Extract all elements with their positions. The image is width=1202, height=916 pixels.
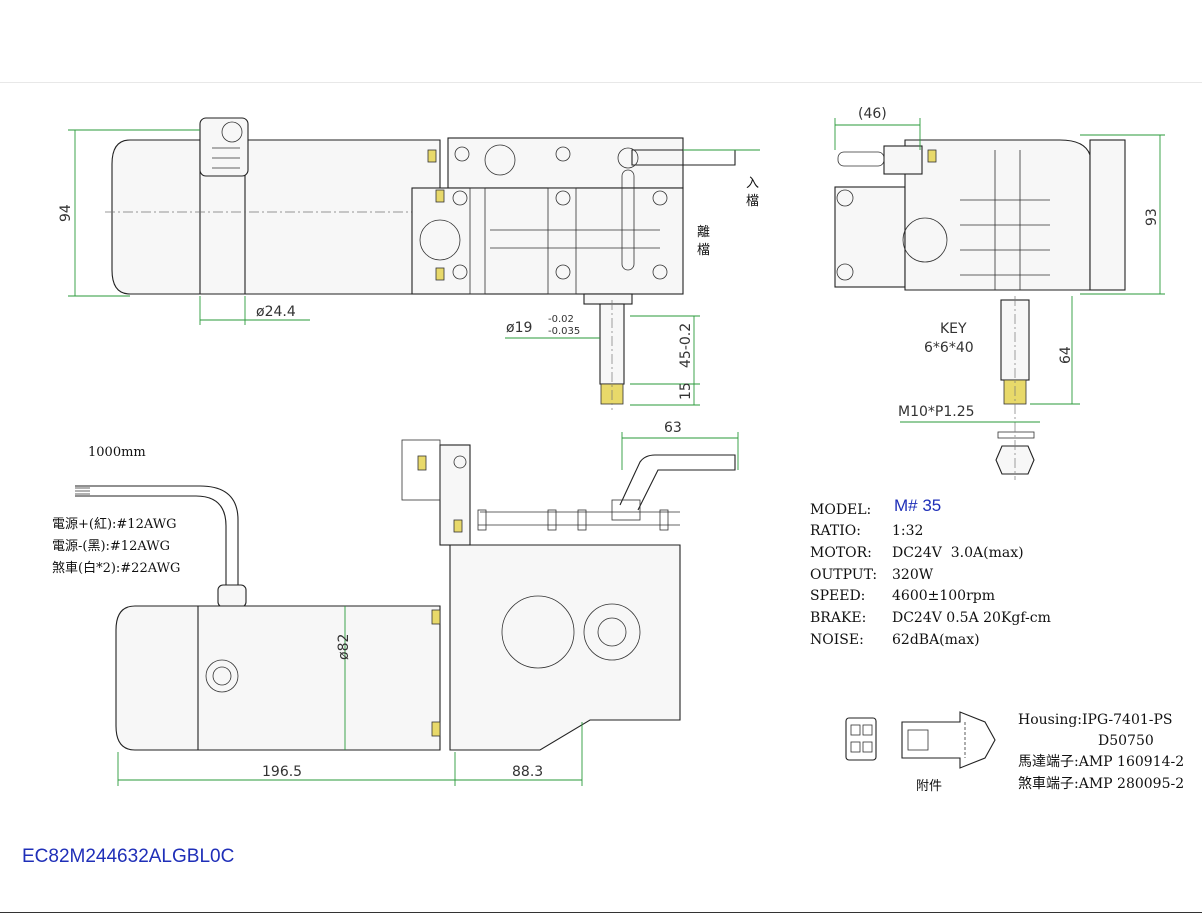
top-view [68,117,760,410]
dim-key-size: 6*6*40 [924,340,974,356]
connector-diagram [845,711,996,769]
spec-table: MODEL: M# 35 RATIO: 1:32 MOTOR: DC24V 3.… [810,496,1051,648]
spec-label-output: OUTPUT: [810,567,877,583]
spec-value-ratio: 1:32 [892,523,923,539]
dim-height-93: 93 [1144,208,1160,226]
label-wire-negative: 電源-(黑):#12AWG [52,539,170,554]
dim-motor-length: 196.5 [262,764,302,780]
spec-label-motor: MOTOR: [810,545,872,561]
part-number: EC82M244632ALGBL0C [22,846,235,867]
label-key: KEY [940,321,967,337]
label-wire-brake: 煞車(白*2):#22AWG [52,560,180,576]
spec-value-noise: 62dBA(max) [892,632,980,648]
connector-brake-terminal: 煞車端子:AMP 280095-2 [1018,775,1184,792]
front-view [75,432,739,786]
bottom-divider [0,912,1202,913]
connector-motor-terminal: 馬達端子:AMP 160914-2 [1018,754,1184,770]
dim-shaft-length: 45-0.2 [678,323,694,368]
label-wire-positive: 電源+(紅):#12AWG [52,517,176,532]
spec-label-speed: SPEED: [810,588,865,604]
dim-height-94: 94 [58,204,74,222]
spec-label-brake: BRAKE: [810,610,866,626]
dim-shaft-tol-lower: -0.035 [548,326,580,337]
dim-gear-length: 88.3 [512,764,543,780]
dim-shaft-64: 64 [1058,346,1074,364]
label-lever-in: 入檔 [746,176,759,209]
spec-value-speed: 4600±100rpm [892,588,995,604]
top-divider [0,82,1202,83]
spec-label-model: MODEL: [810,502,871,518]
dim-shaft-tol-upper: -0.02 [548,314,574,325]
dim-width-46: (46) [858,106,887,122]
spec-value-model: M# 35 [894,496,941,515]
label-lever-out: 離檔 [697,225,710,258]
spec-label-noise: NOISE: [810,632,864,648]
spec-value-brake: DC24V 0.5A 20Kgf-cm [892,610,1051,626]
dim-bracket-24-4: ø24.4 [256,304,296,320]
spec-value-output: 320W [892,567,934,583]
dim-shaft-dia: ø19 [506,320,532,336]
dim-motor-dia-82: ø82 [336,634,352,660]
label-accessory: 附件 [916,779,942,794]
dim-thread: M10*P1.25 [898,404,975,420]
side-view [834,118,1165,480]
connector-housing-code: D50750 [1098,733,1154,749]
dim-shaft-tip: 15 [678,382,694,400]
spec-value-motor: DC24V 3.0A(max) [892,545,1024,561]
label-cable-length: 1000mm [88,445,146,460]
connector-housing: Housing:IPG-7401-PS [1018,712,1173,728]
spec-label-ratio: RATIO: [810,523,861,539]
dim-lever-63: 63 [664,420,682,436]
